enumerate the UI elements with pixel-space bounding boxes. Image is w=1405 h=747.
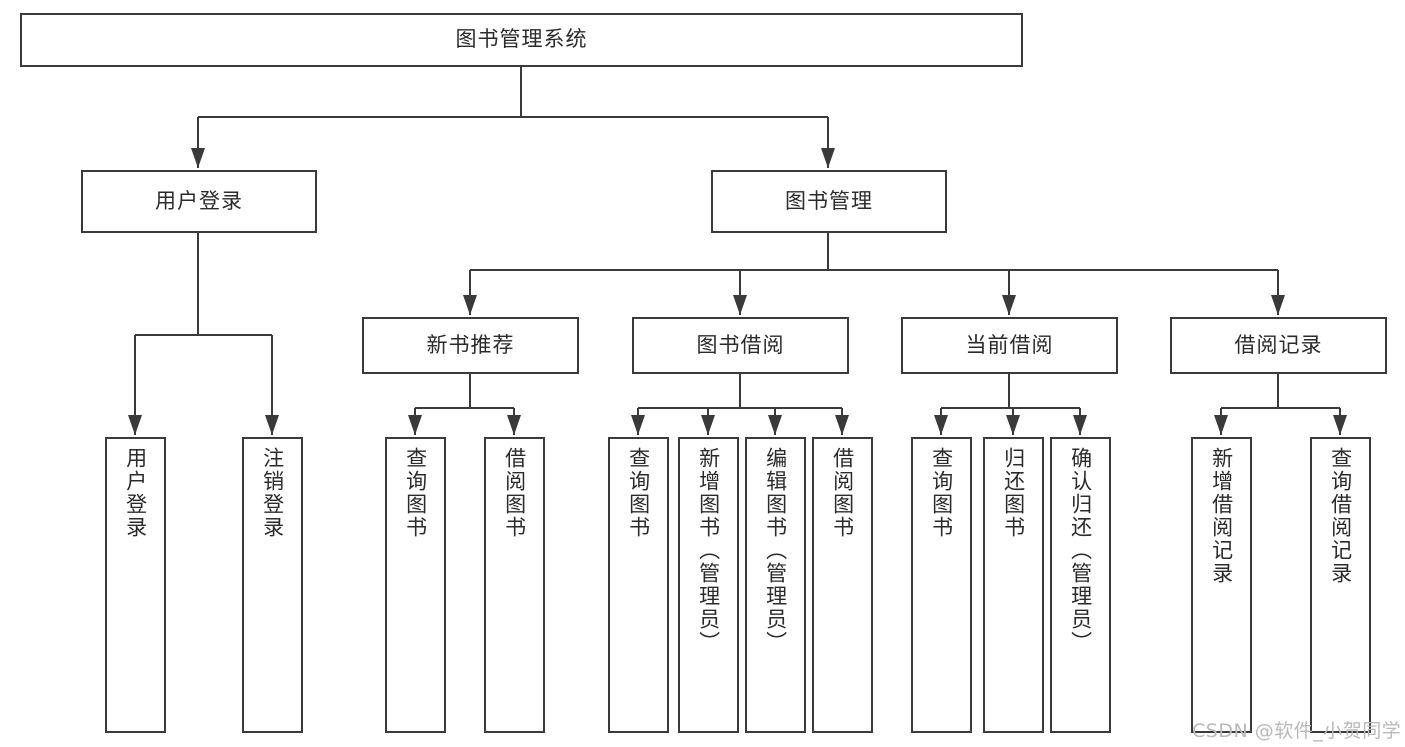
arrowhead (463, 295, 477, 315)
arrowhead (128, 415, 142, 435)
arrowhead (1073, 415, 1087, 435)
node-label: 注销登录 (260, 447, 285, 539)
node-label: 查询图书 (626, 447, 651, 539)
arrowhead (265, 415, 279, 435)
node-label: 确认归还（管理员） (1068, 447, 1093, 654)
node-label: 图书借阅 (696, 332, 785, 357)
node-leaf3[interactable]: 查询图书 (385, 437, 446, 733)
arrowhead (835, 415, 849, 435)
arrowhead (1006, 415, 1020, 435)
node-label: 图书管理系统 (455, 27, 588, 52)
node-borrow[interactable]: 图书借阅 (632, 317, 849, 374)
node-leaf8[interactable]: 借阅图书 (812, 437, 873, 733)
node-root[interactable]: 图书管理系统 (20, 13, 1023, 67)
node-label: 查询借阅记录 (1328, 447, 1353, 585)
node-label: 图书管理 (785, 188, 873, 213)
node-label: 借阅记录 (1234, 332, 1323, 357)
node-leaf1[interactable]: 用户登录 (105, 437, 166, 733)
node-leaf4[interactable]: 借阅图书 (484, 437, 545, 733)
node-newbook[interactable]: 新书推荐 (362, 317, 579, 374)
arrowhead (1271, 295, 1285, 315)
arrowhead (507, 415, 521, 435)
node-label: 用户登录 (155, 188, 243, 213)
node-leaf7[interactable]: 编辑图书（管理员） (745, 437, 806, 733)
arrowhead (408, 415, 422, 435)
node-label: 借阅图书 (502, 447, 527, 539)
node-label: 编辑图书（管理员） (763, 447, 788, 654)
node-label: 当前借阅 (965, 332, 1054, 357)
node-leaf9[interactable]: 查询图书 (911, 437, 972, 733)
node-current[interactable]: 当前借阅 (901, 317, 1118, 374)
arrowhead (733, 295, 747, 315)
arrowhead (934, 415, 948, 435)
node-leaf12[interactable]: 新增借阅记录 (1191, 437, 1252, 733)
node-records[interactable]: 借阅记录 (1170, 317, 1387, 374)
node-leaf10[interactable]: 归还图书 (983, 437, 1044, 733)
node-label: 用户登录 (123, 447, 148, 539)
arrowhead (631, 415, 645, 435)
node-label: 查询图书 (929, 447, 954, 539)
node-leaf5[interactable]: 查询图书 (608, 437, 669, 733)
arrowhead (1002, 295, 1016, 315)
node-leaf11[interactable]: 确认归还（管理员） (1050, 437, 1111, 733)
node-label: 归还图书 (1001, 447, 1026, 539)
arrowhead (821, 148, 835, 168)
node-bookmgmt[interactable]: 图书管理 (711, 170, 947, 233)
node-label: 查询图书 (403, 447, 428, 539)
node-label: 新增借阅记录 (1209, 447, 1234, 585)
arrowhead (191, 148, 205, 168)
node-leaf13[interactable]: 查询借阅记录 (1310, 437, 1371, 733)
arrowhead (1214, 415, 1228, 435)
node-leaf2[interactable]: 注销登录 (242, 437, 303, 733)
node-leaf6[interactable]: 新增图书（管理员） (678, 437, 739, 733)
node-label: 新增图书（管理员） (696, 447, 721, 654)
node-label: 借阅图书 (830, 447, 855, 539)
arrowhead (768, 415, 782, 435)
node-label: 新书推荐 (426, 332, 515, 357)
arrowhead (701, 415, 715, 435)
arrowhead (1333, 415, 1347, 435)
node-login[interactable]: 用户登录 (81, 170, 317, 233)
